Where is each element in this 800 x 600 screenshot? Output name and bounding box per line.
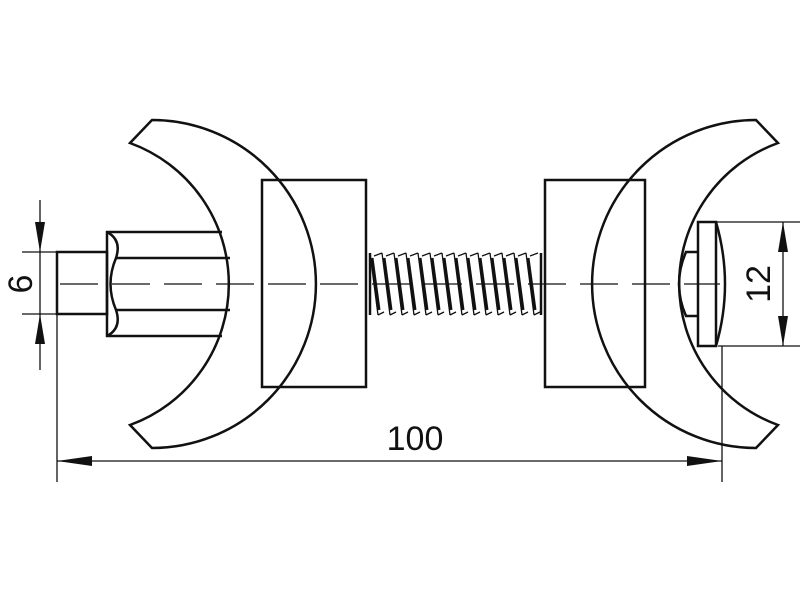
thread-root: [370, 257, 381, 311]
dimension-100: 100: [56, 314, 723, 482]
thread-root: [442, 257, 453, 311]
dimension-6: 6: [2, 200, 57, 370]
thread-root: [478, 257, 489, 311]
thread-root: [502, 257, 513, 311]
thread-root: [430, 257, 441, 311]
hex-nut: [105, 230, 230, 338]
thread-root: [382, 257, 393, 311]
thread-root: [406, 257, 417, 311]
thread-root: [454, 257, 465, 311]
mushroom-head: [677, 220, 727, 348]
thread-root: [490, 257, 501, 311]
thread-root: [394, 257, 405, 311]
dimension-label-100: 100: [387, 420, 444, 458]
right-block: [543, 178, 647, 389]
thread-root: [466, 257, 477, 311]
dimension-12: 12: [716, 221, 800, 347]
threaded-rod: [368, 252, 543, 316]
left-block: [260, 178, 368, 389]
thread-root: [526, 257, 537, 311]
right-jaw: [590, 118, 781, 450]
dimension-label-12: 12: [740, 265, 778, 303]
pin: [55, 250, 109, 316]
left-jaw: [127, 118, 318, 450]
thread-root: [418, 257, 429, 311]
thread-root: [514, 257, 525, 311]
dimension-label-6: 6: [2, 275, 40, 294]
